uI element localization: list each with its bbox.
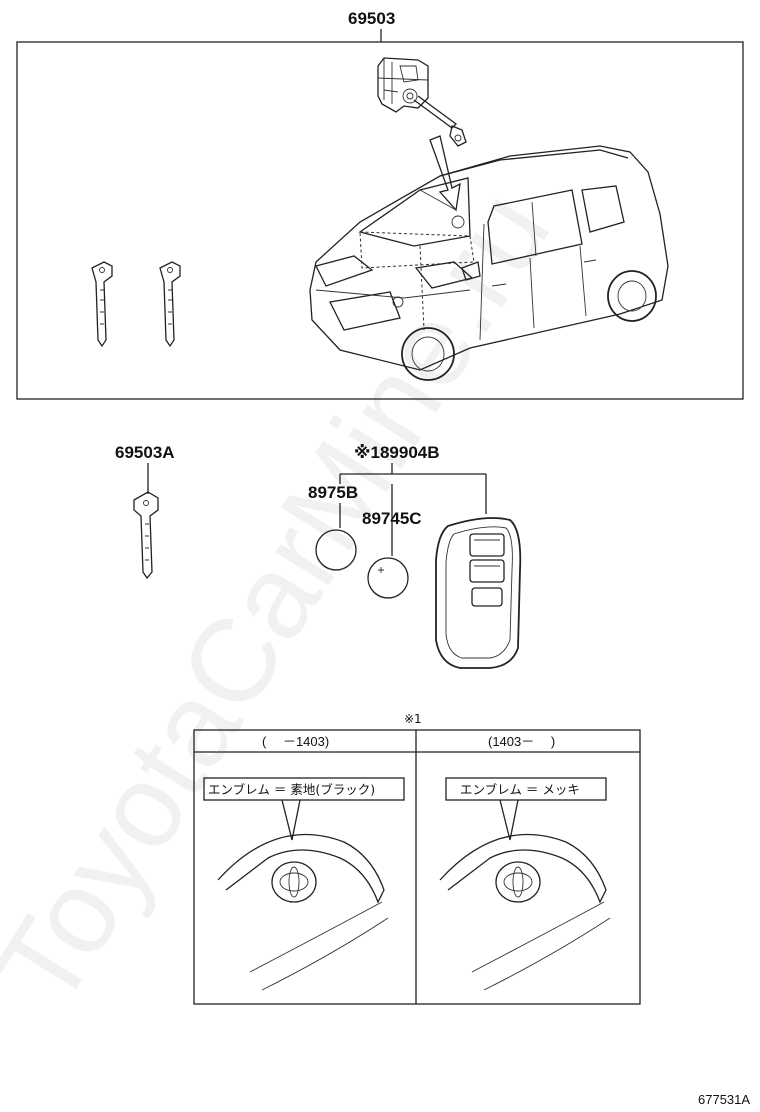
location-arrow xyxy=(429,135,461,212)
table-note-ref: ※1 xyxy=(404,712,422,726)
callout-text-left: エンブレム ＝ 素地(ブラック) xyxy=(208,782,375,797)
part-label-89904B[interactable]: ※189904B xyxy=(354,443,440,462)
part-label-69503[interactable]: 69503 xyxy=(348,9,395,28)
callout-text-right: エンブレム ＝ メッキ xyxy=(460,782,580,797)
variant-left-cell: エンブレム ＝ 素地(ブラック) xyxy=(203,777,405,991)
illustration-code: 677531A xyxy=(698,1092,750,1107)
emblem-black-icon xyxy=(271,861,317,903)
spare-key-illustration xyxy=(133,491,159,580)
callout-box-left xyxy=(203,777,405,801)
spare-key-group: 69503A xyxy=(115,443,175,580)
key-illustration-1 xyxy=(91,261,113,348)
col-left-header: ( －1403) xyxy=(262,734,329,749)
callout-box-right xyxy=(445,777,607,801)
variant-table: ※1 ( －1403) (1403－ ) エンブレム ＝ 素地(ブラック) エン… xyxy=(193,712,641,1005)
lock-set-panel: 69503 xyxy=(16,9,744,400)
transmitter-group: ※189904B 8975B 89745C xyxy=(308,443,522,669)
key-illustration-2 xyxy=(159,261,181,348)
part-label-69503A[interactable]: 69503A xyxy=(115,443,175,462)
smart-key-fob-illustration xyxy=(435,517,522,669)
part-bracket xyxy=(339,463,487,514)
part-label-8975B[interactable]: 8975B xyxy=(308,483,358,502)
variant-right-cell: エンブレム ＝ メッキ xyxy=(439,777,611,991)
vehicle-illustration xyxy=(309,145,669,381)
watermark-text: ToyotaCarMine.ru xyxy=(0,169,576,1029)
panel-frame xyxy=(16,41,744,400)
ignition-lock-cylinder-illustration xyxy=(377,57,467,147)
table-frame xyxy=(193,729,641,1005)
emblem-chrome-icon xyxy=(495,861,541,903)
battery-8975B-illustration xyxy=(315,529,357,571)
battery-89745C-illustration xyxy=(367,557,409,599)
col-right-header: (1403－ ) xyxy=(488,734,555,749)
